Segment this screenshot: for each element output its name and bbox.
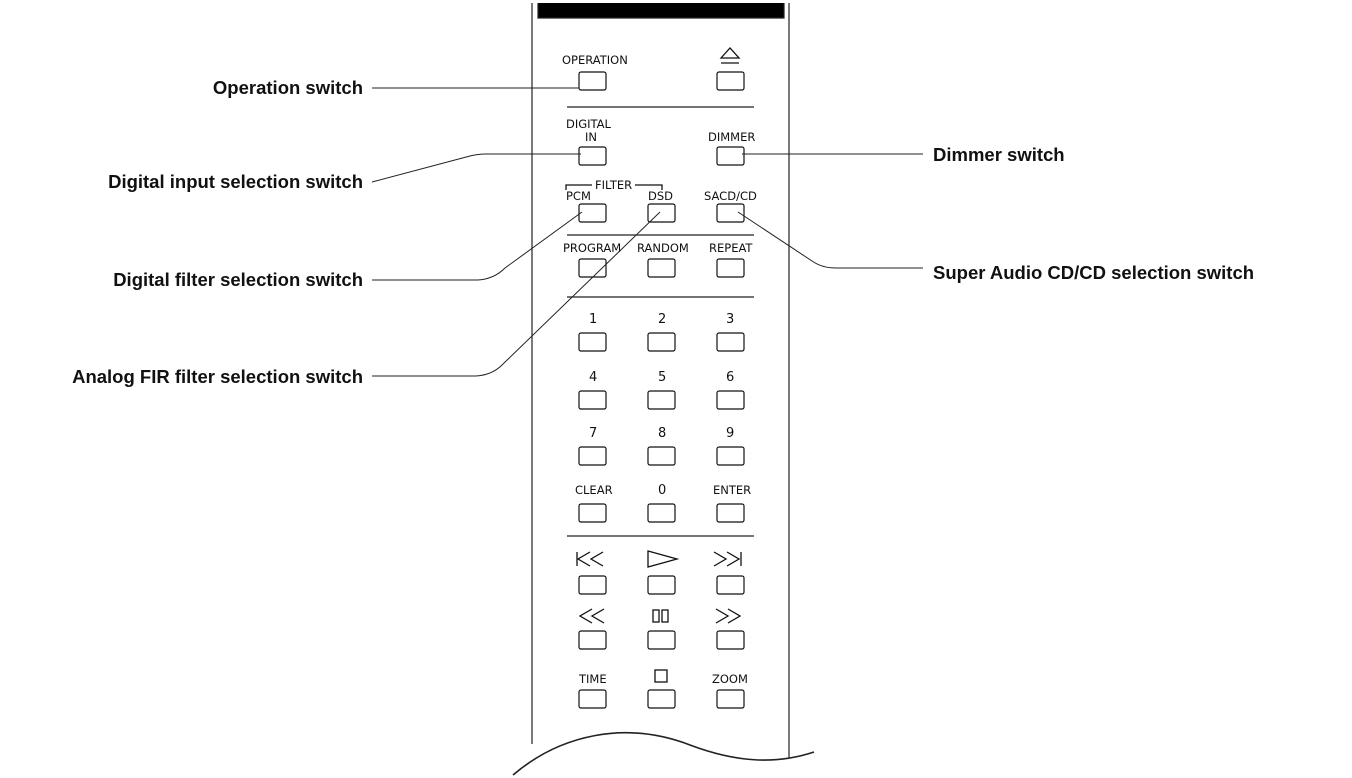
digit-4-label: 4	[589, 370, 597, 385]
callout-sacd-cd-switch: Super Audio CD/CD selection switch	[933, 262, 1254, 283]
random-button[interactable]	[647, 258, 676, 278]
digit-1-label: 1	[589, 312, 597, 327]
digit-5-label: 5	[658, 370, 666, 385]
dimmer-key-label: DIMMER	[708, 130, 755, 144]
leader-analog-fir	[372, 211, 661, 377]
dimmer-button[interactable]	[716, 146, 745, 166]
callout-digital-input-switch: Digital input selection switch	[108, 171, 363, 192]
clear-button[interactable]	[578, 503, 607, 523]
operation-button[interactable]	[578, 71, 607, 91]
skip-forward-icon	[713, 551, 742, 567]
fast-forward-icon	[715, 608, 742, 624]
rewind-button[interactable]	[578, 630, 607, 650]
skip-back-icon	[576, 551, 604, 567]
callout-analog-fir-switch: Analog FIR filter selection switch	[72, 366, 363, 387]
pause-icon	[652, 609, 669, 623]
digit-7-button[interactable]	[578, 446, 607, 466]
leader-digital-filter	[372, 211, 583, 281]
digit-5-button[interactable]	[647, 390, 676, 410]
zoom-button[interactable]	[716, 689, 745, 709]
pause-button[interactable]	[647, 630, 676, 650]
pcm-filter-button[interactable]	[578, 203, 607, 223]
digit-7-label: 7	[589, 426, 597, 441]
random-key-label: RANDOM	[637, 241, 689, 255]
skip-forward-button[interactable]	[716, 575, 745, 595]
clear-key-label: CLEAR	[575, 483, 613, 497]
digit-9-button[interactable]	[716, 446, 745, 466]
digit-8-button[interactable]	[647, 446, 676, 466]
fast-forward-button[interactable]	[716, 630, 745, 650]
play-button[interactable]	[647, 575, 676, 595]
repeat-button[interactable]	[716, 258, 745, 278]
digital-in-button[interactable]	[578, 146, 607, 166]
digit-2-label: 2	[658, 312, 666, 327]
dsd-key-label: DSD	[648, 189, 673, 203]
digital-in-key-label-line1: DIGITAL	[566, 117, 612, 131]
leader-sacd-cd	[737, 211, 923, 269]
callout-digital-filter-switch: Digital filter selection switch	[113, 269, 363, 290]
digital-in-key-label-line2: IN	[585, 130, 597, 144]
callout-dimmer-switch: Dimmer switch	[933, 144, 1065, 165]
digit-1-button[interactable]	[578, 332, 607, 352]
digit-3-label: 3	[726, 312, 734, 327]
digit-8-label: 8	[658, 426, 666, 441]
stop-icon	[654, 669, 668, 683]
operation-key-label: OPERATION	[562, 53, 628, 67]
digit-4-button[interactable]	[578, 390, 607, 410]
stop-button[interactable]	[647, 689, 676, 709]
callout-operation-switch: Operation switch	[213, 77, 363, 98]
digit-6-label: 6	[726, 370, 734, 385]
digit-6-button[interactable]	[716, 390, 745, 410]
digit-2-button[interactable]	[647, 332, 676, 352]
skip-back-button[interactable]	[578, 575, 607, 595]
filter-group-bracket	[565, 184, 663, 190]
digit-0-button[interactable]	[647, 503, 676, 523]
leader-digital-input	[371, 153, 581, 183]
time-key-label: TIME	[578, 672, 607, 686]
zoom-key-label: ZOOM	[712, 672, 748, 686]
digit-9-label: 9	[726, 426, 734, 441]
repeat-key-label: REPEAT	[709, 241, 753, 255]
rewind-icon	[578, 608, 605, 624]
program-key-label: PROGRAM	[563, 241, 621, 255]
sacd-cd-key-label: SACD/CD	[704, 189, 757, 203]
enter-button[interactable]	[716, 503, 745, 523]
remote-body	[512, 3, 815, 776]
enter-key-label: ENTER	[713, 483, 751, 497]
time-button[interactable]	[578, 689, 607, 709]
digit-3-button[interactable]	[716, 332, 745, 352]
filter-group-label: FILTER	[595, 178, 632, 192]
eject-icon	[719, 47, 741, 64]
digit-0-label: 0	[658, 483, 666, 498]
eject-button[interactable]	[716, 71, 745, 91]
sacd-cd-button[interactable]	[716, 203, 745, 223]
pcm-key-label: PCM	[566, 189, 591, 203]
play-icon	[647, 550, 680, 568]
